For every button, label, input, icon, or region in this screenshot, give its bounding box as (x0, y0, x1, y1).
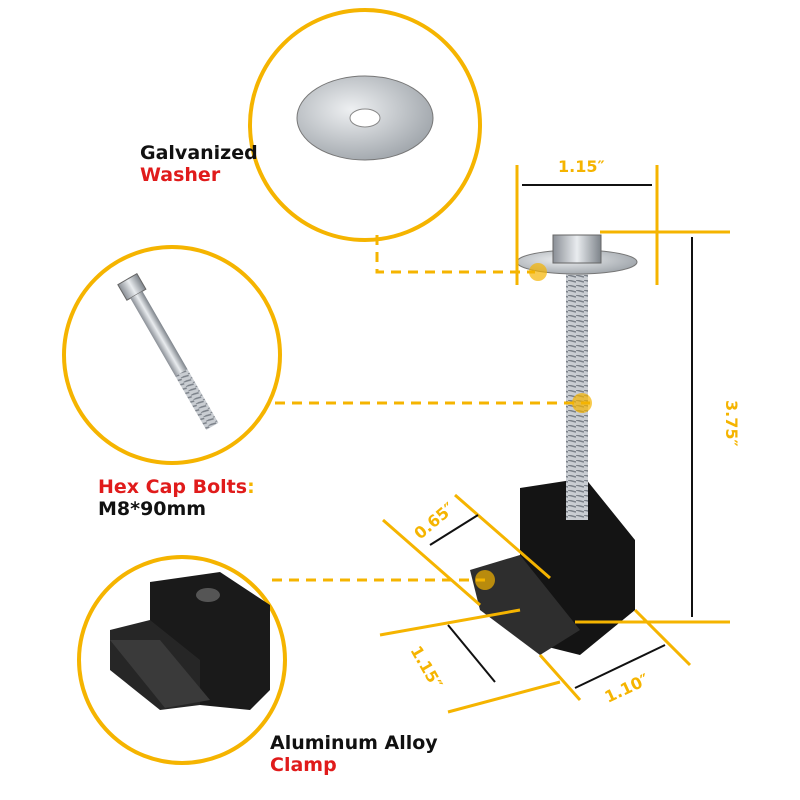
assembled-product-image (470, 234, 638, 655)
washer-label: Galvanized Washer (140, 142, 258, 186)
bolt-label-colon: : (247, 476, 255, 498)
bolt-image (117, 272, 219, 430)
dimension-bolt-height: 3.75″ (722, 400, 741, 447)
dimension-clamp-width: 1.15″ (407, 643, 447, 693)
dimension-clamp-depth: 0.65″ (410, 499, 458, 544)
dimension-clamp-length: 1.10″ (602, 670, 652, 707)
dimension-guides (379, 165, 730, 714)
clamp-label-line2: Clamp (270, 754, 337, 776)
dimension-arrows (429, 184, 693, 689)
clamp-label-line1: Aluminum Alloy (270, 732, 438, 754)
washer-label-line1: Galvanized (140, 142, 258, 164)
bolt-label-line1: Hex Cap Bolts (98, 476, 248, 498)
dimension-washer-diameter: 1.15″ (558, 157, 605, 176)
clamp-label: Aluminum Alloy Clamp (270, 732, 438, 776)
bolt-label-line2: M8*90mm (98, 498, 207, 520)
washer-image (296, 75, 434, 161)
clamp-image (110, 572, 270, 710)
washer-label-line2: Washer (140, 164, 221, 186)
bolt-label: Hex Cap Bolts: M8*90mm (98, 476, 255, 520)
